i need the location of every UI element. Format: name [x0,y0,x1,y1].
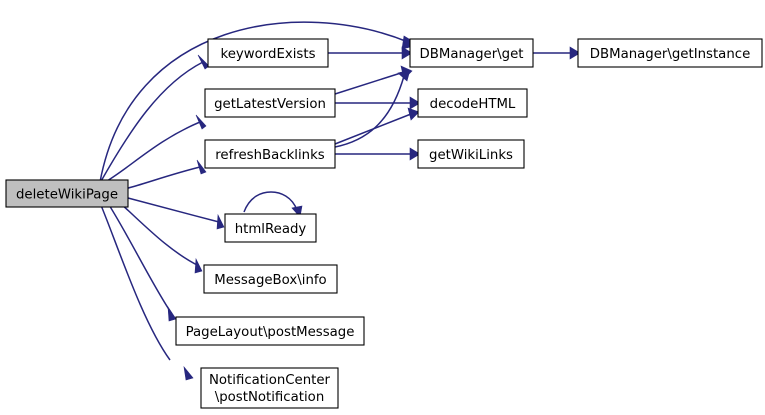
arrowhead-icon [194,257,203,274]
edge-keywordExists-to-DBManagerGet [328,46,413,60]
edge-line [334,75,405,148]
arrowhead-icon [195,114,207,130]
edge-deleteWikiPage-to-getLatestVersion [101,114,207,185]
node-decodeHTML[interactable]: decodeHTML [417,88,528,118]
node-DBManagerGet[interactable]: DBManager\get [409,38,534,68]
node-box[interactable] [207,38,329,68]
node-label: deleteWikiPage [16,188,118,203]
node-box[interactable] [200,367,339,409]
edge-line [334,71,405,95]
node-label: MessageBox\info [214,273,326,288]
arrowhead-icon [167,305,177,322]
arrowhead-icon [216,213,225,230]
edge-deleteWikiPage-to-PageLayoutPostMessage [103,196,177,322]
edge-getLatestVersion-to-decodeHTML [335,96,421,110]
edge-refreshBacklinks-to-DBManagerGet [334,69,411,148]
arrowhead-icon [183,365,194,381]
node-label: htmlReady [235,222,307,237]
node-label: decodeHTML [430,97,516,112]
node-refreshBacklinks[interactable]: refreshBacklinks [204,139,336,169]
node-label-line1: NotificationCenter [209,373,331,388]
arrowhead-icon [401,46,413,60]
edge-getLatestVersion-to-DBManagerGet [334,65,413,95]
edge-line [103,196,173,315]
edge-line [243,191,298,213]
edge-line [97,197,171,361]
node-box[interactable] [204,88,336,118]
edge-refreshBacklinks-to-getWikiLinks [335,147,421,161]
node-MessageBoxInfo[interactable]: MessageBox\info [203,264,338,294]
edge-DBManagerGet-to-DBManagerGetInstance [533,46,581,60]
edge-line [99,61,204,184]
node-box[interactable] [224,213,317,243]
node-box[interactable] [409,38,534,68]
edges-layer [97,21,581,381]
node-box[interactable] [417,88,528,118]
arrowhead-icon [197,54,210,70]
nodes-layer: deleteWikiPage keywordExists getLatestVers… [5,38,763,409]
node-box[interactable] [203,264,338,294]
node-keywordExists[interactable]: keywordExists [207,38,329,68]
edge-refreshBacklinks-to-decodeHTML [334,107,420,145]
arrowhead-icon [569,46,581,60]
node-box[interactable] [417,139,525,169]
node-htmlReady[interactable]: htmlReady [224,213,317,243]
node-label: refreshBacklinks [215,148,325,163]
node-label: DBManager\getInstance [590,47,751,62]
node-PageLayoutPostMessage[interactable]: PageLayout\postMessage [175,316,365,346]
node-DBManagerGetInstance[interactable]: DBManager\getInstance [577,38,763,68]
edge-line [99,21,409,183]
node-box[interactable] [577,38,763,68]
node-label: PageLayout\postMessage [186,325,355,340]
node-box[interactable] [175,316,365,346]
node-getWikiLinks[interactable]: getWikiLinks [417,139,525,169]
arrowhead-icon [409,147,421,161]
arrowhead-icon [196,159,207,175]
edge-deleteWikiPage-to-htmlReady [127,197,225,230]
node-label: DBManager\get [420,47,524,62]
node-label-line2: \postNotification [215,390,325,405]
edge-line [127,197,220,223]
edge-deleteWikiPage-to-keywordExists [99,54,210,184]
edge-line [334,113,412,145]
arrowhead-icon [397,69,411,82]
node-NotificationCenter[interactable]: NotificationCenter \postNotification [200,367,339,409]
node-deleteWikiPage[interactable]: deleteWikiPage [5,179,129,208]
node-label: keywordExists [221,47,316,62]
edge-deleteWikiPage-to-NotificationCenter [97,197,194,381]
node-box[interactable] [5,179,129,208]
node-label: getWikiLinks [429,148,513,163]
node-label: getLatestVersion [214,97,326,112]
node-getLatestVersion[interactable]: getLatestVersion [204,88,336,118]
arrowhead-icon [409,96,421,110]
node-box[interactable] [204,139,336,169]
edge-line [101,121,201,185]
edge-htmlReady-to-htmlReady [243,191,303,218]
arrowhead-icon [407,107,420,121]
